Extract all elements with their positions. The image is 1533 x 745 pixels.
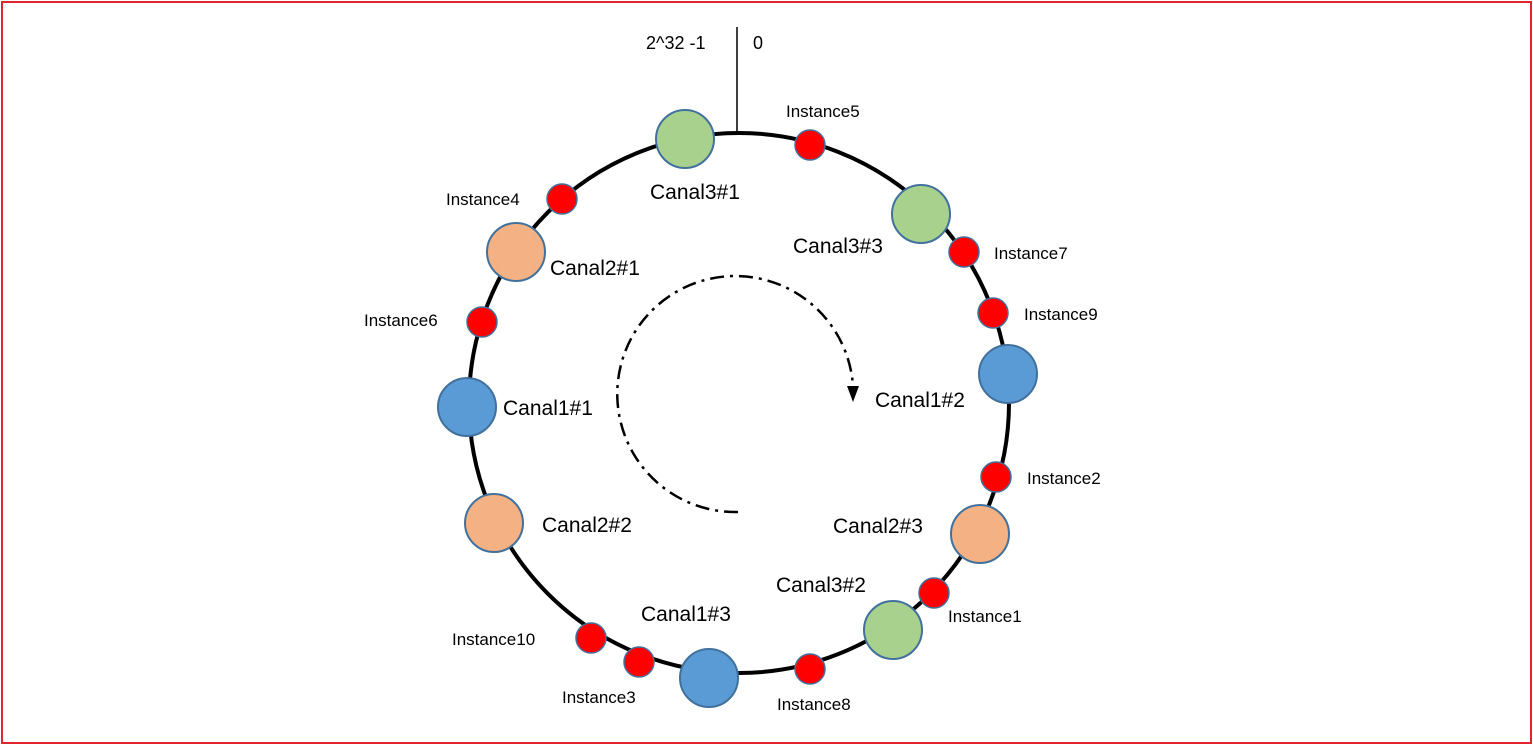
instance-dot-instance8 [794, 653, 826, 685]
instance-dot-instance10 [575, 622, 607, 654]
instance-dot-instance9 [977, 297, 1009, 329]
canal-node-label: Canal3#3 [793, 235, 883, 258]
instance-dot-instance6 [466, 306, 498, 338]
instance-label: Instance9 [1024, 305, 1098, 324]
hash-zero-label: 0 [753, 33, 763, 53]
canal-node-canal2-3 [950, 504, 1010, 564]
canal-node-canal1-2 [978, 344, 1038, 404]
canal-node-label: Canal2#2 [542, 514, 632, 537]
canal-node-label: Canal1#2 [875, 389, 965, 412]
canal-node-canal3-1 [655, 109, 715, 169]
instance-label: Instance6 [364, 311, 438, 330]
canal-node-label: Canal2#1 [550, 257, 640, 280]
instance-dot-instance2 [980, 461, 1012, 493]
instance-dot-instance3 [623, 646, 655, 678]
hash-max-label: 2^32 -1 [646, 33, 705, 53]
instance-label: Instance5 [786, 102, 860, 121]
instance-label: Instance8 [777, 695, 851, 714]
instance-dot-instance5 [794, 129, 826, 161]
instance-label: Instance2 [1027, 469, 1101, 488]
instance-label: Instance1 [948, 607, 1022, 626]
canal-node-label: Canal1#1 [503, 397, 593, 420]
instance-dot-instance1 [918, 577, 950, 609]
instance-label: Instance3 [562, 688, 636, 707]
direction-arrow [616, 274, 855, 514]
instance-dot-instance4 [546, 183, 578, 215]
instance-label: Instance7 [994, 244, 1068, 263]
canal-node-canal1-3 [679, 648, 739, 708]
canal-node-canal3-3 [891, 184, 951, 244]
canal-node-canal3-2 [863, 600, 923, 660]
direction-arrowhead [847, 386, 859, 402]
canal-node-label: Canal2#3 [833, 515, 923, 538]
canal-node-canal1-1 [437, 377, 497, 437]
instance-label: Instance10 [452, 630, 535, 649]
canal-node-label: Canal1#3 [641, 603, 731, 626]
instance-dot-instance7 [948, 236, 980, 268]
canal-node-label: Canal3#2 [776, 574, 866, 597]
instance-label: Instance4 [446, 190, 520, 209]
canal-node-canal2-1 [486, 222, 546, 282]
canal-node-canal2-2 [464, 493, 524, 553]
canal-node-label: Canal3#1 [650, 181, 740, 204]
